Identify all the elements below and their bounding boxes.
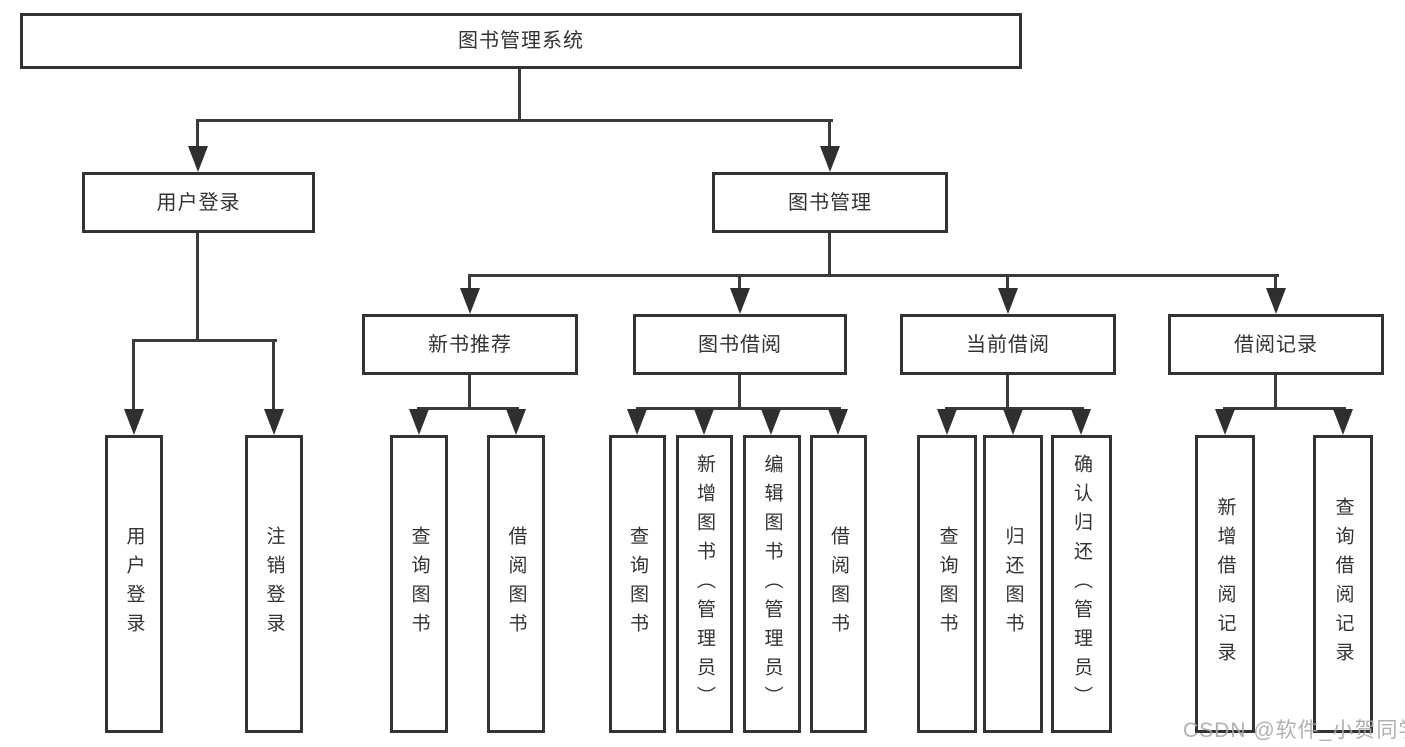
connector-line — [828, 121, 831, 148]
node-label: 注销登录 — [263, 526, 285, 642]
node-label: 图书借阅 — [698, 333, 782, 356]
node-label: 编辑图书（管理员） — [761, 453, 783, 715]
node-user-login: 用户登录 — [105, 435, 163, 733]
arrowhead-icon — [1071, 409, 1091, 435]
connector-line — [636, 407, 841, 410]
connector-line — [468, 276, 471, 289]
connector-line — [417, 407, 519, 410]
node-label: 查询图书 — [627, 526, 648, 642]
arrowhead-icon — [409, 409, 429, 435]
node-label: 归还图书 — [1002, 526, 1024, 642]
arrowhead-icon — [264, 409, 284, 435]
connector-line — [738, 276, 741, 289]
connector-line — [196, 231, 199, 342]
connector-line — [1274, 373, 1277, 410]
node-label: 新书推荐 — [428, 333, 512, 356]
arrowhead-icon — [460, 288, 480, 314]
node-label: 图书管理系统 — [458, 30, 584, 52]
connector-line — [132, 339, 277, 342]
connector-line — [272, 341, 275, 409]
node-library-system: 图书管理系统 — [20, 13, 1022, 69]
node-borrow-books: 借阅图书 — [810, 435, 867, 733]
node-query-books: 查询图书 — [390, 435, 448, 733]
node-label: 用户登录 — [156, 191, 241, 214]
node-label: 用户登录 — [123, 526, 145, 642]
connector-line — [1006, 373, 1009, 410]
node-book-management: 图书管理 — [712, 172, 948, 233]
node-add-borrow-record: 新增借阅记录 — [1195, 435, 1255, 733]
node-label: 图书管理 — [788, 191, 872, 214]
node-label: 当前借阅 — [966, 333, 1050, 356]
node-label: 借阅图书 — [505, 526, 527, 642]
node-new-book-recommendation: 新书推荐 — [362, 314, 578, 375]
connector-line — [1006, 276, 1009, 289]
arrowhead-icon — [1003, 409, 1023, 435]
connector-line — [1223, 407, 1346, 410]
connector-line — [828, 231, 831, 277]
connector-line — [132, 341, 135, 409]
arrowhead-icon — [761, 409, 781, 435]
node-current-borrowing: 当前借阅 — [900, 314, 1116, 375]
connector-line — [468, 274, 1279, 277]
arrowhead-icon — [694, 409, 714, 435]
node-return-books: 归还图书 — [983, 435, 1043, 733]
arrowhead-icon — [188, 146, 208, 172]
node-query-books: 查询图书 — [917, 435, 977, 733]
arrowhead-icon — [730, 288, 750, 314]
node-add-books-admin: 新增图书（管理员） — [676, 435, 733, 733]
connector-line — [196, 119, 833, 122]
node-label: 新增借阅记录 — [1214, 497, 1236, 671]
arrowhead-icon — [820, 146, 840, 172]
node-label: 查询图书 — [936, 526, 958, 642]
arrowhead-icon — [1215, 409, 1235, 435]
arrowhead-icon — [998, 288, 1018, 314]
node-label: 借阅记录 — [1234, 333, 1318, 356]
node-label: 查询借阅记录 — [1332, 497, 1354, 671]
node-logout: 注销登录 — [245, 435, 303, 733]
node-query-borrow-record: 查询借阅记录 — [1313, 435, 1373, 733]
connector-line — [518, 67, 521, 121]
csdn-watermark: CSDN @软件_小贺同学 — [1183, 719, 1405, 742]
node-query-books: 查询图书 — [609, 435, 666, 733]
connector-line — [738, 373, 741, 410]
arrowhead-icon — [506, 409, 526, 435]
node-confirm-return-admin: 确认归还（管理员） — [1051, 435, 1112, 733]
node-borrowing-records: 借阅记录 — [1168, 314, 1384, 375]
connector-line — [945, 407, 1084, 410]
node-borrow-books: 借阅图书 — [487, 435, 545, 733]
connector-line — [468, 373, 471, 410]
arrowhead-icon — [937, 409, 957, 435]
arrowhead-icon — [124, 409, 144, 435]
connector-line — [1274, 276, 1277, 289]
node-book-borrowing: 图书借阅 — [633, 314, 847, 375]
node-edit-books-admin: 编辑图书（管理员） — [743, 435, 801, 733]
node-label: 借阅图书 — [828, 526, 849, 642]
connector-line — [196, 121, 199, 148]
node-label: 查询图书 — [408, 526, 430, 642]
arrowhead-icon — [828, 409, 848, 435]
arrowhead-icon — [1266, 288, 1286, 314]
node-label: 确认归还（管理员） — [1071, 453, 1092, 715]
node-label: 新增图书（管理员） — [694, 453, 715, 715]
arrowhead-icon — [1333, 409, 1353, 435]
node-user-login-group: 用户登录 — [82, 172, 315, 233]
arrowhead-icon — [627, 409, 647, 435]
